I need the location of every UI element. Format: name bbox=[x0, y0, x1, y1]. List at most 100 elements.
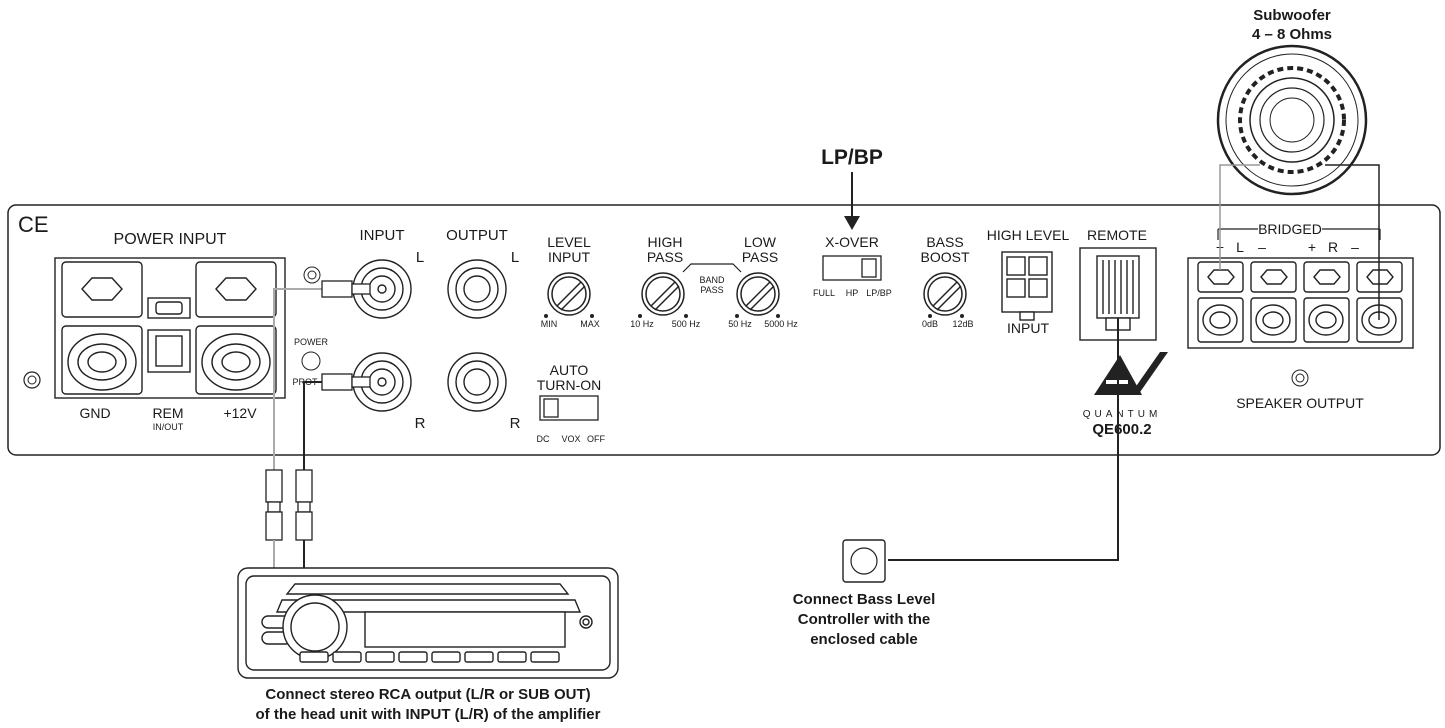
level-input-label-1: LEVEL bbox=[547, 234, 591, 250]
level-min-label: MIN bbox=[541, 319, 558, 329]
mount-screw-left-inner bbox=[27, 375, 37, 385]
input-l-label: L bbox=[416, 249, 424, 266]
remote-cable bbox=[888, 318, 1119, 561]
xover-full-label: FULL bbox=[813, 288, 835, 298]
auto-off-label: OFF bbox=[587, 434, 605, 444]
speaker-output-label: SPEAKER OUTPUT bbox=[1236, 395, 1364, 411]
high-pass-label-1: HIGH bbox=[648, 234, 683, 250]
sub-wire-minus bbox=[1325, 164, 1380, 320]
high-pass-label-2: PASS bbox=[647, 249, 683, 265]
rca-input-r bbox=[352, 352, 412, 412]
boost-min-dot bbox=[928, 314, 932, 318]
rem-sub-label: IN/OUT bbox=[153, 422, 184, 432]
lp-min-dot bbox=[735, 314, 739, 318]
lpbp-arrow-head bbox=[844, 216, 860, 230]
hp-max-label: 500 Hz bbox=[672, 319, 701, 329]
band-pass-label-2: PASS bbox=[700, 285, 723, 295]
rca-output-l bbox=[447, 259, 507, 319]
bass-ctrl-line3: enclosed cable bbox=[810, 631, 918, 648]
power-led-label: POWER bbox=[294, 337, 329, 347]
head-unit bbox=[237, 567, 619, 679]
rca-caption-line1: Connect stereo RCA output (L/R or SUB OU… bbox=[265, 686, 590, 703]
model-label: QE600.2 bbox=[1092, 421, 1151, 438]
r-minus-label: – bbox=[1351, 239, 1359, 255]
rca-input-l bbox=[352, 259, 412, 319]
power-input-label: POWER INPUT bbox=[114, 231, 227, 248]
lp-max-dot bbox=[776, 314, 780, 318]
high-level-input-label: INPUT bbox=[1007, 320, 1049, 336]
lpbp-callout: LP/BP bbox=[821, 146, 883, 169]
low-pass-label-1: LOW bbox=[744, 234, 777, 250]
band-pass-label-1: BAND bbox=[699, 275, 725, 285]
rca-plug-input-r bbox=[321, 373, 371, 391]
xover-lpbp-label: LP/BP bbox=[866, 288, 892, 298]
xover-hp-label: HP bbox=[846, 288, 859, 298]
speaker-screw bbox=[1291, 369, 1309, 387]
high-level-label: HIGH LEVEL bbox=[987, 227, 1070, 243]
rca-plugs-head-unit bbox=[265, 469, 313, 541]
auto-turn-on-switch bbox=[539, 395, 599, 421]
plus12v-label: +12V bbox=[223, 405, 257, 421]
remote-label: REMOTE bbox=[1087, 227, 1147, 243]
input-jack-screw bbox=[303, 266, 321, 284]
l-label: L bbox=[1236, 239, 1244, 255]
r-label: R bbox=[1328, 239, 1338, 255]
auto-turn-on-label-1: AUTO bbox=[550, 362, 589, 378]
level-input-label-2: INPUT bbox=[548, 249, 590, 265]
output-label: OUTPUT bbox=[446, 227, 508, 244]
ce-mark: CE bbox=[18, 212, 49, 237]
brand-label: QUANTUM bbox=[1083, 409, 1162, 420]
auto-turn-on-label-2: TURN-ON bbox=[537, 377, 602, 393]
bass-ctrl-line2: Controller with the bbox=[798, 611, 931, 628]
bridged-label: BRIDGED bbox=[1258, 221, 1322, 237]
subwoofer-title: Subwoofer bbox=[1253, 7, 1331, 24]
xover-label: X-OVER bbox=[825, 234, 879, 250]
hp-min-label: 10 Hz bbox=[630, 319, 654, 329]
speaker-terminal-block bbox=[1187, 257, 1414, 349]
auto-vox-label: VOX bbox=[561, 434, 580, 444]
rem-label: REM bbox=[152, 405, 183, 421]
power-led-icon bbox=[301, 351, 321, 371]
input-r-label: R bbox=[415, 415, 426, 432]
low-pass-label-2: PASS bbox=[742, 249, 778, 265]
gnd-label: GND bbox=[79, 405, 110, 421]
lp-min-label: 50 Hz bbox=[728, 319, 752, 329]
rca-output-r bbox=[447, 352, 507, 412]
bass-boost-label-1: BASS bbox=[926, 234, 963, 250]
hp-min-dot bbox=[638, 314, 642, 318]
boost-max-dot bbox=[960, 314, 964, 318]
speaker-screw-inner bbox=[1295, 373, 1305, 383]
hp-max-dot bbox=[684, 314, 688, 318]
power-terminal-block bbox=[54, 257, 286, 399]
level-max-dot bbox=[590, 314, 594, 318]
level-max-label: MAX bbox=[580, 319, 600, 329]
boost-max-label: 12dB bbox=[952, 319, 973, 329]
subwoofer-icon bbox=[1216, 44, 1368, 196]
bass-boost-knob bbox=[923, 272, 967, 316]
input-jack-screw-inner bbox=[307, 270, 317, 280]
mount-screw-left bbox=[23, 371, 41, 389]
auto-dc-label: DC bbox=[537, 434, 550, 444]
output-l-label: L bbox=[511, 249, 519, 266]
bass-boost-label-2: BOOST bbox=[920, 249, 969, 265]
high-pass-knob bbox=[641, 272, 685, 316]
xover-switch bbox=[822, 255, 882, 281]
high-level-connector bbox=[1001, 251, 1053, 321]
output-r-label: R bbox=[510, 415, 521, 432]
boost-min-label: 0dB bbox=[922, 319, 938, 329]
low-pass-knob bbox=[736, 272, 780, 316]
r-plus-label: + bbox=[1308, 239, 1316, 255]
l-minus-label: – bbox=[1258, 239, 1266, 255]
band-pass-bracket bbox=[682, 263, 742, 273]
lp-max-label: 5000 Hz bbox=[764, 319, 798, 329]
level-input-knob bbox=[547, 272, 591, 316]
rca-caption-line2: of the head unit with INPUT (L/R) of the… bbox=[256, 706, 601, 723]
level-min-dot bbox=[544, 314, 548, 318]
subwoofer-impedance: 4 – 8 Ohms bbox=[1252, 26, 1332, 43]
input-label: INPUT bbox=[360, 227, 405, 244]
bass-ctrl-line1: Connect Bass Level bbox=[793, 591, 936, 608]
bass-level-knob-icon bbox=[850, 547, 878, 575]
sub-wire-plus bbox=[1219, 164, 1260, 270]
rca-plug-input-l bbox=[321, 280, 371, 298]
